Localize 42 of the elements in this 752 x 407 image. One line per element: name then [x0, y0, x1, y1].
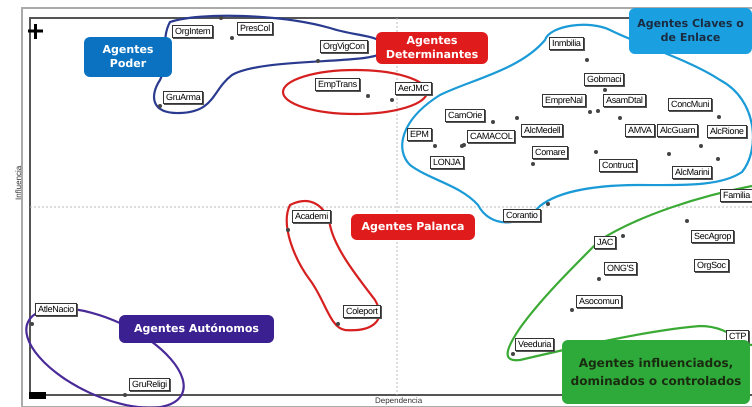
point-label: AtleNacio: [35, 303, 77, 316]
point-label: Asocomun: [576, 295, 622, 308]
point-label: EmpTrans: [315, 78, 360, 91]
point-label: AlcRione: [707, 125, 747, 138]
point-label: OrgSoc: [694, 259, 729, 272]
point-label: Contruct: [599, 159, 637, 172]
point-label: AlcGuarn: [657, 124, 698, 137]
point-label: Inmbilia: [549, 37, 584, 50]
point-label: JAC: [594, 236, 616, 249]
point-label: CamOrie: [445, 109, 485, 122]
point-label: Familia: [720, 189, 752, 202]
point-label: ConcMuni: [668, 98, 712, 111]
point-label: Gobrnaci: [584, 73, 624, 86]
point-label: AsamDtal: [603, 94, 646, 107]
point-label: OrgVigCon: [320, 40, 368, 53]
point-label: AlcMedell: [521, 124, 564, 137]
point-label: SecAgrop: [691, 230, 734, 243]
point-label: AlcMarini: [672, 166, 712, 179]
point-label: ONG'S: [604, 262, 637, 275]
point-label: PresCol: [237, 22, 273, 35]
point-label: Comare: [532, 146, 568, 159]
point-label: EPM: [407, 128, 432, 141]
point-label: Academi: [292, 210, 331, 223]
point-label: LONJA: [430, 156, 464, 169]
point-label: Veeduria: [515, 338, 554, 351]
point-label: EmpreNal: [542, 94, 586, 107]
point-label: GruArma: [163, 91, 204, 104]
group-callout: Agentes Poder: [84, 37, 172, 77]
point-label: Coleport: [343, 305, 381, 318]
group-callout: Agentes influenciados, dominados o controlados: [562, 340, 750, 404]
point-label: GruReligi: [129, 378, 170, 391]
group-callout: Agentes Autónomos: [119, 315, 274, 343]
axis-title: Influencia: [14, 166, 23, 200]
group-callout: Agentes Palanca: [351, 214, 475, 240]
point-label: AerJMC: [395, 82, 432, 95]
group-callout: Agentes Determinantes: [376, 32, 488, 64]
point-label: Corantio: [503, 209, 541, 222]
group-callout: Agentes Claves o de Enlace: [629, 8, 752, 54]
point-label: OrgIntern: [172, 25, 214, 38]
point-label: AMVA: [625, 124, 655, 137]
point-label: CAMACOL: [467, 130, 516, 143]
axis-title: Dependencia: [375, 396, 422, 405]
